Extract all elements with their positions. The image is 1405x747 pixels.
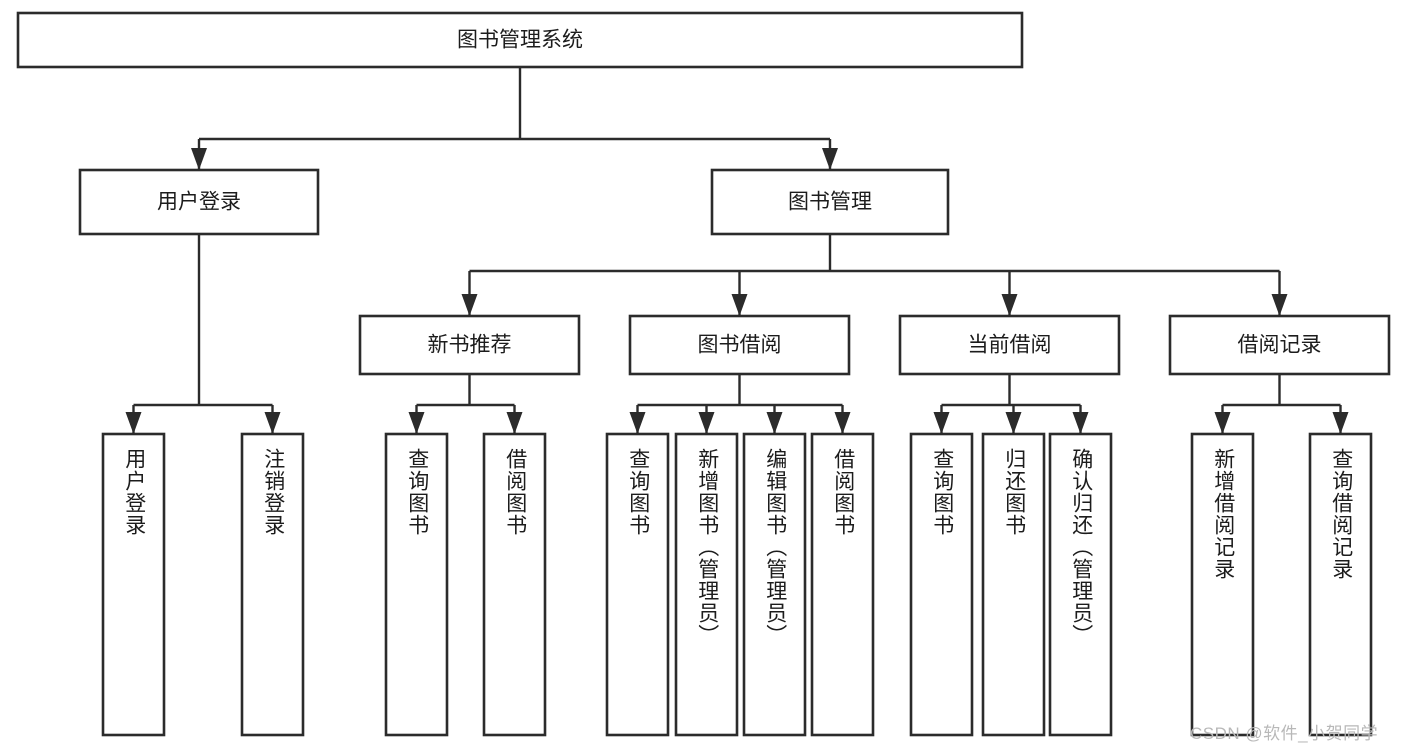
arrow-head-icon — [834, 412, 851, 434]
node-box-book-management[interactable] — [710, 168, 950, 236]
node-box-leaf-user-login[interactable] — [101, 432, 166, 737]
node-label-current-borrow: 当前借阅 — [968, 334, 1052, 357]
arrow-head-icon — [933, 412, 950, 434]
arrow-head-icon — [191, 148, 207, 170]
arrow-head-icon — [506, 412, 523, 434]
watermark-text: CSDN @软件_小贺同学 — [1190, 724, 1379, 743]
arrow-head-icon — [125, 412, 142, 434]
arrow-head-icon — [766, 412, 783, 434]
node-box-current-borrow[interactable] — [898, 314, 1121, 376]
node-box-leaf-edit-book[interactable] — [742, 432, 807, 737]
node-box-leaf-add-book[interactable] — [674, 432, 739, 737]
node-box-leaf-query-book-a[interactable] — [384, 432, 449, 737]
node-box-root[interactable] — [16, 11, 1024, 69]
arrow-head-icon — [1001, 294, 1018, 316]
node-box-leaf-add-borrow-record[interactable] — [1190, 432, 1255, 737]
node-box-leaf-query-borrow-record[interactable] — [1308, 432, 1373, 737]
node-box-book-borrow[interactable] — [628, 314, 851, 376]
node-label-new-book-recommend: 新书推荐 — [428, 334, 512, 357]
arrow-head-icon — [1271, 294, 1288, 316]
node-box-user-login[interactable] — [78, 168, 320, 236]
arrow-head-icon — [461, 294, 478, 316]
arrow-head-icon — [1072, 412, 1089, 434]
node-label-book-borrow: 图书借阅 — [698, 334, 782, 357]
node-box-leaf-query-book-c[interactable] — [909, 432, 974, 737]
node-label-borrow-record: 借阅记录 — [1238, 334, 1322, 357]
node-box-leaf-logout-login[interactable] — [240, 432, 305, 737]
arrow-head-icon — [1214, 412, 1231, 434]
node-label-user-login: 用户登录 — [157, 191, 241, 214]
arrow-head-icon — [698, 412, 715, 434]
arrow-head-icon — [1005, 412, 1022, 434]
node-box-leaf-borrow-book-a[interactable] — [482, 432, 547, 737]
arrow-head-icon — [408, 412, 425, 434]
arrow-head-icon — [1332, 412, 1349, 434]
node-box-leaf-borrow-book-b[interactable] — [810, 432, 875, 737]
arrow-head-icon — [822, 148, 838, 170]
arrow-head-icon — [731, 294, 748, 316]
connector-layer — [125, 67, 1349, 434]
node-box-borrow-record[interactable] — [1168, 314, 1391, 376]
arrow-head-icon — [264, 412, 281, 434]
node-label-book-management: 图书管理 — [788, 191, 872, 214]
node-label-root: 图书管理系统 — [457, 29, 583, 52]
node-box-leaf-confirm-return[interactable] — [1048, 432, 1113, 737]
node-box-leaf-return-book[interactable] — [981, 432, 1046, 737]
node-box-leaf-query-book-b[interactable] — [605, 432, 670, 737]
arrow-head-icon — [629, 412, 646, 434]
node-box-layer — [16, 11, 1391, 737]
node-box-new-book-recommend[interactable] — [358, 314, 581, 376]
